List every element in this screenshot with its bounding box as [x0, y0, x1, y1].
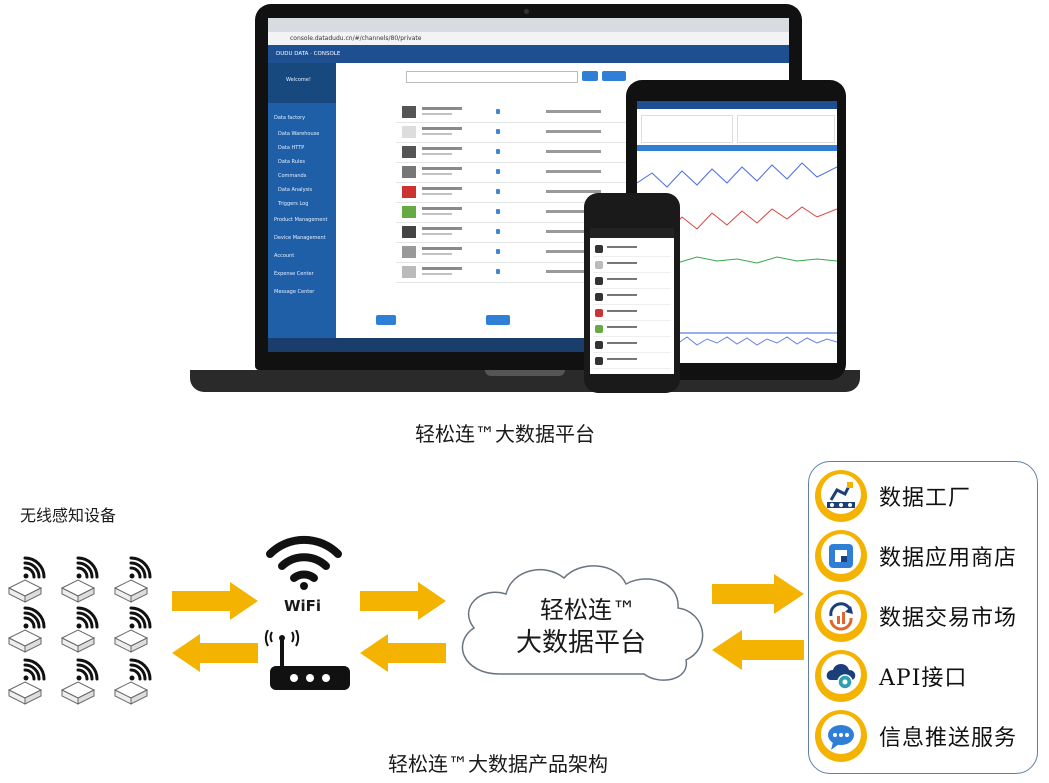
- service-label: 数据应用商店: [879, 546, 1018, 571]
- cloud-label-line1: 轻松连™: [540, 596, 636, 624]
- chat-bubble-icon: [828, 725, 854, 750]
- arrow-right-wifi-to-cloud: [360, 582, 446, 620]
- pagination-prev: [376, 315, 396, 325]
- console-sidebar: Welcome! Data factory Data Warehouse Dat…: [268, 63, 336, 338]
- console-share-button: [602, 71, 626, 81]
- service-item: API接口: [815, 648, 1040, 704]
- sensor-device-icon: [7, 658, 46, 706]
- cloud-shape: [461, 565, 704, 681]
- sidebar-item: Data Warehouse: [278, 131, 320, 137]
- sidebar-item: Data Analysis: [278, 187, 313, 193]
- sensor-device-icon: [60, 606, 99, 654]
- arrow-left-wifi-to-devices: [172, 634, 258, 672]
- sensor-device-icon: [60, 556, 99, 604]
- service-item: 数据应用商店: [815, 528, 1040, 584]
- browser-tab-bar: [268, 18, 789, 32]
- service-label: 数据交易市场: [879, 606, 1018, 631]
- sidebar-item: Data factory: [274, 115, 306, 121]
- app-store-icon: [829, 544, 853, 568]
- sidebar-welcome: Welcome!: [286, 77, 311, 83]
- sidebar-item: Data HTTP: [278, 145, 305, 151]
- laptop-camera: [524, 9, 529, 14]
- sensor-device-icon: [7, 556, 46, 604]
- devices-label: 无线感知设备: [20, 506, 117, 525]
- sidebar-item: Triggers Log: [278, 201, 309, 207]
- browser-url: console.datadudu.cn/#/channels/80/privat…: [268, 32, 789, 45]
- arrow-right-cloud-to-services: [712, 574, 804, 614]
- sidebar-item: Commands: [278, 173, 307, 179]
- sensor-device-icon: [113, 606, 152, 654]
- factory-robot-icon: [827, 482, 855, 508]
- service-label: API接口: [879, 666, 968, 691]
- sidebar-item: Account: [274, 253, 295, 259]
- router-icon: [264, 630, 350, 690]
- data-exchange-icon: [829, 602, 853, 631]
- wifi-icon: [266, 535, 342, 590]
- sensor-device-icon: [60, 658, 99, 706]
- phone-screen: [590, 228, 674, 374]
- service-label: 数据工厂: [879, 486, 972, 511]
- architecture-caption: 轻松连™大数据产品架构: [388, 752, 608, 776]
- sidebar-item: Message Center: [274, 289, 315, 295]
- console-header: DUDU DATA · CONSOLE: [268, 45, 789, 63]
- service-label: 信息推送服务: [879, 726, 1018, 751]
- service-item: 信息推送服务: [815, 708, 1040, 764]
- service-item: 数据交易市场: [815, 588, 1040, 644]
- wifi-label: WiFi: [284, 597, 322, 615]
- console-search-button: [582, 71, 598, 81]
- sidebar-item: Expense Center: [274, 271, 314, 277]
- sidebar-item: Data Rules: [278, 159, 306, 165]
- service-item: 数据工厂: [815, 468, 1040, 524]
- sidebar-welcome-panel: Welcome!: [268, 63, 336, 103]
- platform-caption: 轻松连™大数据平台: [415, 422, 595, 446]
- arrow-right-devices-to-wifi: [172, 582, 258, 620]
- cloud-label-line2: 大数据平台: [516, 628, 647, 658]
- api-gear-icon: [826, 664, 856, 690]
- sensor-device-icon: [113, 658, 152, 706]
- sidebar-item: Product Management: [274, 217, 328, 223]
- pagination-next: [486, 315, 510, 325]
- sensor-device-grid: [7, 556, 152, 706]
- arrow-left-services-to-cloud: [712, 630, 804, 670]
- sensor-device-icon: [7, 606, 46, 654]
- sensor-device-icon: [113, 556, 152, 604]
- console-search-input: [406, 71, 578, 83]
- sidebar-item: Device Management: [274, 235, 326, 241]
- arrow-left-cloud-to-wifi: [360, 634, 446, 672]
